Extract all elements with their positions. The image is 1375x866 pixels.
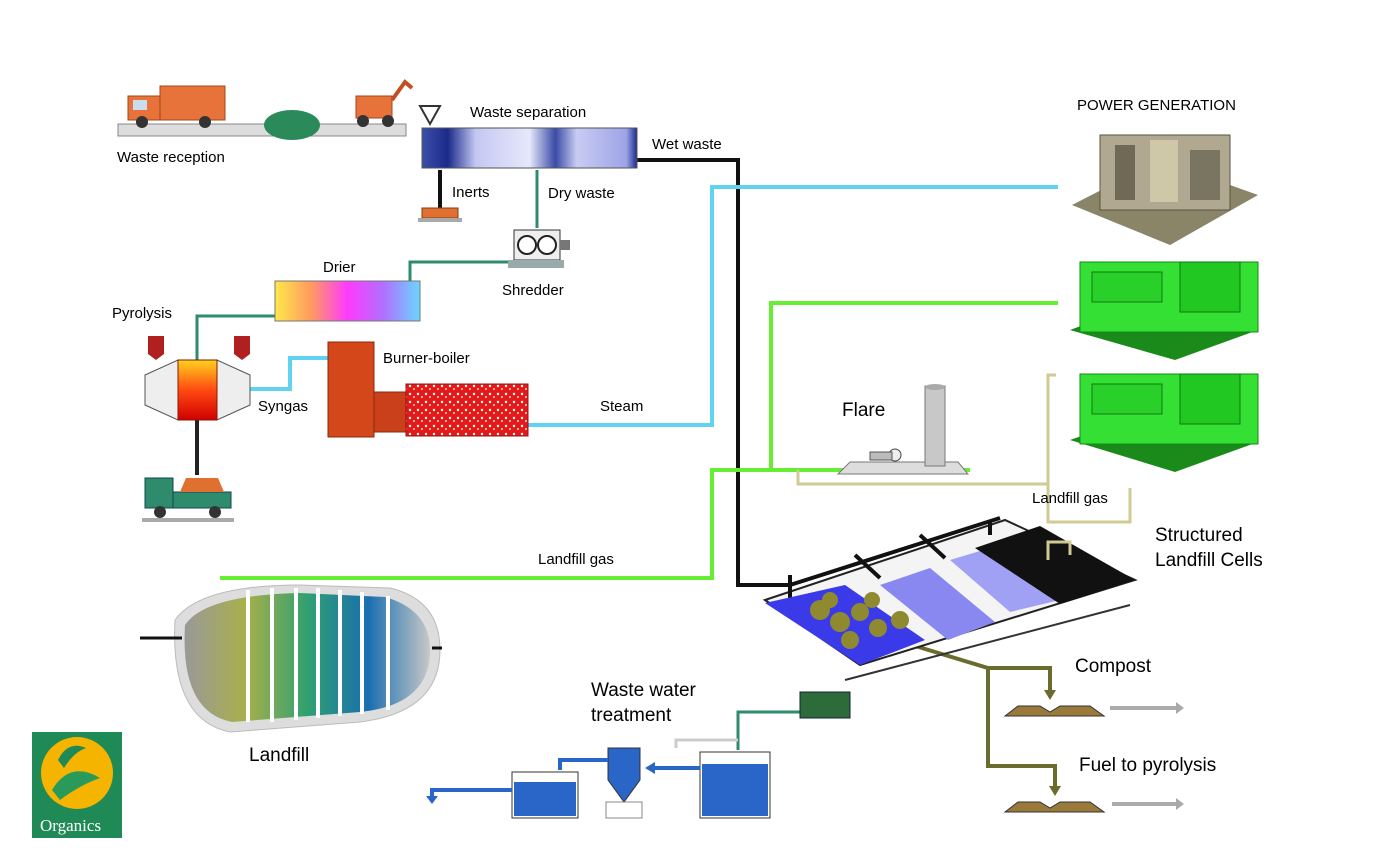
- landfill-gas-label: Landfill gas: [538, 551, 614, 568]
- landfill-gas-label: Landfill gas: [1032, 490, 1108, 507]
- steam-label: Steam: [600, 398, 644, 415]
- waste-pile-icon: [264, 110, 320, 140]
- shredder-label: Shredder: [502, 282, 564, 299]
- wet-waste-label: Wet waste: [652, 136, 722, 153]
- power-plant-icon: [1072, 134, 1258, 245]
- syngas-line: [250, 356, 330, 391]
- shredder-drier-line: [408, 260, 510, 284]
- compost-pile-icon: [1003, 690, 1184, 717]
- landfill-gas-line: [220, 468, 970, 580]
- generator-icon: [1070, 373, 1259, 472]
- water-tank-icon: [511, 771, 579, 819]
- burner-boiler-label: Burner-boiler: [383, 350, 470, 367]
- leachate-line: [844, 604, 1131, 681]
- shredder-icon: [508, 229, 570, 268]
- drier-icon: [274, 280, 421, 322]
- drier-pyrolysis-line: [195, 314, 275, 360]
- waste-separation-label: Waste separation: [470, 104, 587, 121]
- garbage-truck-icon: [127, 85, 226, 128]
- loader-icon: [355, 79, 414, 127]
- fuel-line: [986, 668, 1057, 792]
- syngas-label: Syngas: [258, 398, 309, 415]
- inerts-bin-icon: [418, 207, 462, 222]
- wastewater-line: [736, 710, 802, 750]
- waste-reception-label: Waste reception: [117, 149, 225, 166]
- landfill-label: Landfill: [249, 745, 310, 766]
- pyrolysis-reactor-icon: [144, 336, 251, 421]
- flare-label: Flare: [842, 400, 886, 421]
- pyrolysis-label: Pyrolysis: [112, 305, 173, 322]
- waste-reception-group: [117, 79, 414, 140]
- flare-stack-icon: [836, 384, 970, 475]
- compost-line: [911, 643, 1052, 697]
- compost-pile-icon: [1003, 786, 1184, 813]
- inerts-label: Inerts: [452, 184, 490, 201]
- skip-truck-icon: [142, 477, 234, 522]
- generator-icon: [1070, 261, 1259, 360]
- fuel-to-pyrolysis-label: Fuel to pyrolysis: [1079, 755, 1217, 776]
- landfill-mound-icon: [140, 584, 442, 733]
- water-tank-icon: [699, 751, 771, 819]
- clarifier-icon: [605, 747, 643, 819]
- dry-waste-label: Dry waste: [548, 185, 615, 202]
- organics-logo-text: Organics: [40, 816, 102, 835]
- landfill-cells-icon: [762, 516, 1138, 667]
- cells-gas-line: [1046, 484, 1132, 524]
- organics-logo: [32, 732, 122, 838]
- burner-boiler-icon: [327, 341, 529, 438]
- wet-waste-line: [637, 158, 790, 587]
- structured-landfill-cells-label: Structured Landfill Cells: [1155, 525, 1263, 571]
- drier-label: Drier: [323, 259, 356, 276]
- leachate-pump-icon: [799, 691, 851, 719]
- compost-label: Compost: [1075, 656, 1152, 677]
- waste-water-treatment-label: Waste water treatment: [591, 680, 696, 726]
- separator-drum-icon: [421, 127, 638, 169]
- steam-line: [528, 185, 1058, 427]
- feed-hopper-icon: [418, 105, 442, 127]
- generator-gas-line: [769, 301, 1058, 470]
- wastewater-treatment-group: [426, 691, 851, 819]
- power-generation-label: POWER GENERATION: [1077, 97, 1236, 114]
